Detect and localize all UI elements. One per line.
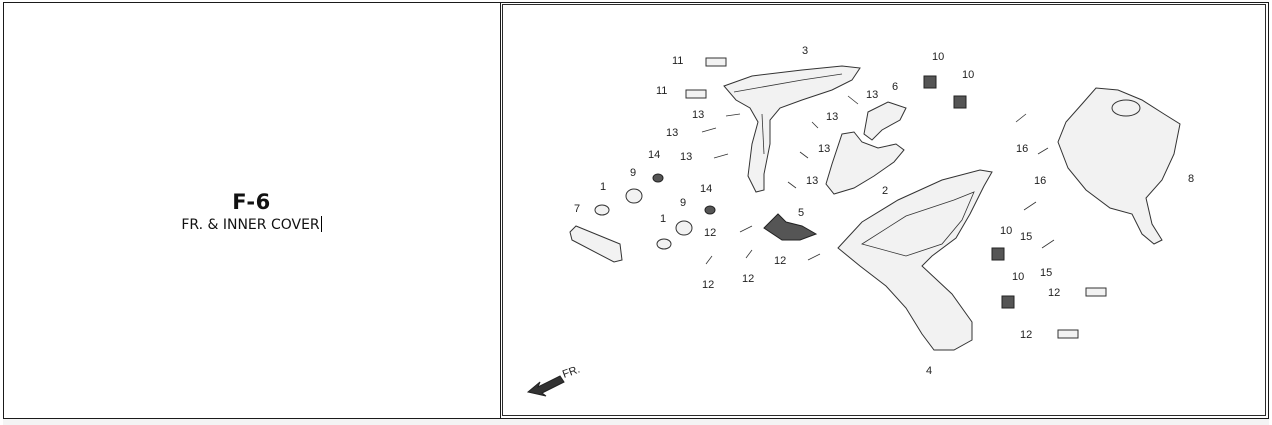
callout-4: 4 bbox=[926, 365, 932, 377]
callout-16-b: 16 bbox=[1034, 175, 1046, 187]
callout-13-g: 13 bbox=[806, 175, 818, 187]
part-1-collar-b[interactable] bbox=[656, 238, 672, 250]
exploded-parts-diagram: 3 11 11 13 13 13 13 13 13 13 6 10 10 10 … bbox=[526, 45, 1194, 397]
diagram-frame bbox=[502, 4, 1266, 416]
part-5-bracket[interactable] bbox=[763, 213, 818, 241]
text-cursor bbox=[320, 216, 322, 232]
callout-12-e: 12 bbox=[1048, 287, 1060, 299]
callout-1-b: 1 bbox=[660, 213, 666, 225]
section-header-panel: F-6 FR. & INNER COVER bbox=[3, 2, 500, 418]
section-title: FR. & INNER COVER bbox=[181, 217, 320, 233]
callout-5: 5 bbox=[798, 207, 804, 219]
callout-13-c: 13 bbox=[680, 151, 692, 163]
part-14-nut-a[interactable] bbox=[652, 173, 664, 183]
callout-12-d: 12 bbox=[774, 255, 786, 267]
callout-15-b: 15 bbox=[1040, 267, 1052, 279]
callout-12-f: 12 bbox=[1020, 329, 1032, 341]
screws bbox=[701, 95, 1055, 265]
part-3-upper-inner-cover[interactable] bbox=[723, 65, 861, 193]
section-code: F-6 bbox=[232, 190, 271, 214]
callout-16-a: 16 bbox=[1016, 143, 1028, 155]
callout-8: 8 bbox=[1188, 173, 1194, 185]
direction-label: FR. bbox=[561, 363, 582, 380]
bottom-row-edge bbox=[3, 418, 1269, 425]
callout-2: 2 bbox=[882, 185, 888, 197]
part-10-speed-nut-a[interactable] bbox=[923, 75, 937, 89]
part-10-speed-nut-c[interactable] bbox=[991, 247, 1005, 261]
part-10-speed-nut-b[interactable] bbox=[953, 95, 967, 109]
callout-13-d: 13 bbox=[866, 89, 878, 101]
callout-13-b: 13 bbox=[666, 127, 678, 139]
part-8-inner-box[interactable] bbox=[1057, 87, 1181, 245]
callout-13-e: 13 bbox=[826, 111, 838, 123]
section-title-row: FR. & INNER COVER bbox=[3, 216, 500, 233]
part-6-small-bracket[interactable] bbox=[863, 101, 907, 141]
callout-10-b: 10 bbox=[962, 69, 974, 81]
callout-11-a: 11 bbox=[672, 55, 683, 67]
part-12-clip-f[interactable] bbox=[1057, 329, 1079, 339]
part-7-stay[interactable] bbox=[569, 225, 623, 263]
front-direction-arrow-icon bbox=[526, 375, 565, 397]
callout-11-b: 11 bbox=[656, 85, 667, 97]
callout-1-a: 1 bbox=[600, 181, 606, 193]
part-9-grommet-b[interactable] bbox=[675, 220, 693, 236]
callout-9-a: 9 bbox=[630, 167, 636, 179]
callout-10-a: 10 bbox=[932, 51, 944, 63]
callout-15-a: 15 bbox=[1020, 231, 1032, 243]
callout-3: 3 bbox=[802, 45, 808, 57]
callout-13-a: 13 bbox=[692, 109, 704, 121]
callout-6: 6 bbox=[892, 81, 898, 93]
part-10-speed-nut-d[interactable] bbox=[1001, 295, 1015, 309]
callout-14-a: 14 bbox=[648, 149, 660, 161]
callout-13-f: 13 bbox=[818, 143, 830, 155]
column-divider bbox=[500, 2, 501, 418]
callout-9-b: 9 bbox=[680, 197, 686, 209]
callout-7: 7 bbox=[574, 203, 580, 215]
callout-10-c: 10 bbox=[1000, 225, 1012, 237]
callout-12-b: 12 bbox=[702, 279, 714, 291]
callout-12-a: 12 bbox=[704, 227, 716, 239]
part-11-clip-a[interactable] bbox=[705, 57, 727, 67]
part-9-grommet-a[interactable] bbox=[625, 188, 643, 204]
callout-10-d: 10 bbox=[1012, 271, 1024, 283]
callout-14-b: 14 bbox=[700, 183, 712, 195]
part-2-center-cover[interactable] bbox=[825, 131, 905, 195]
part-12-clip-e[interactable] bbox=[1085, 287, 1107, 297]
part-4-front-cover[interactable] bbox=[837, 169, 993, 351]
part-11-clip-b[interactable] bbox=[685, 89, 707, 99]
callout-12-c: 12 bbox=[742, 273, 754, 285]
part-14-nut-b[interactable] bbox=[704, 205, 716, 215]
part-1-collar-a[interactable] bbox=[594, 204, 610, 216]
